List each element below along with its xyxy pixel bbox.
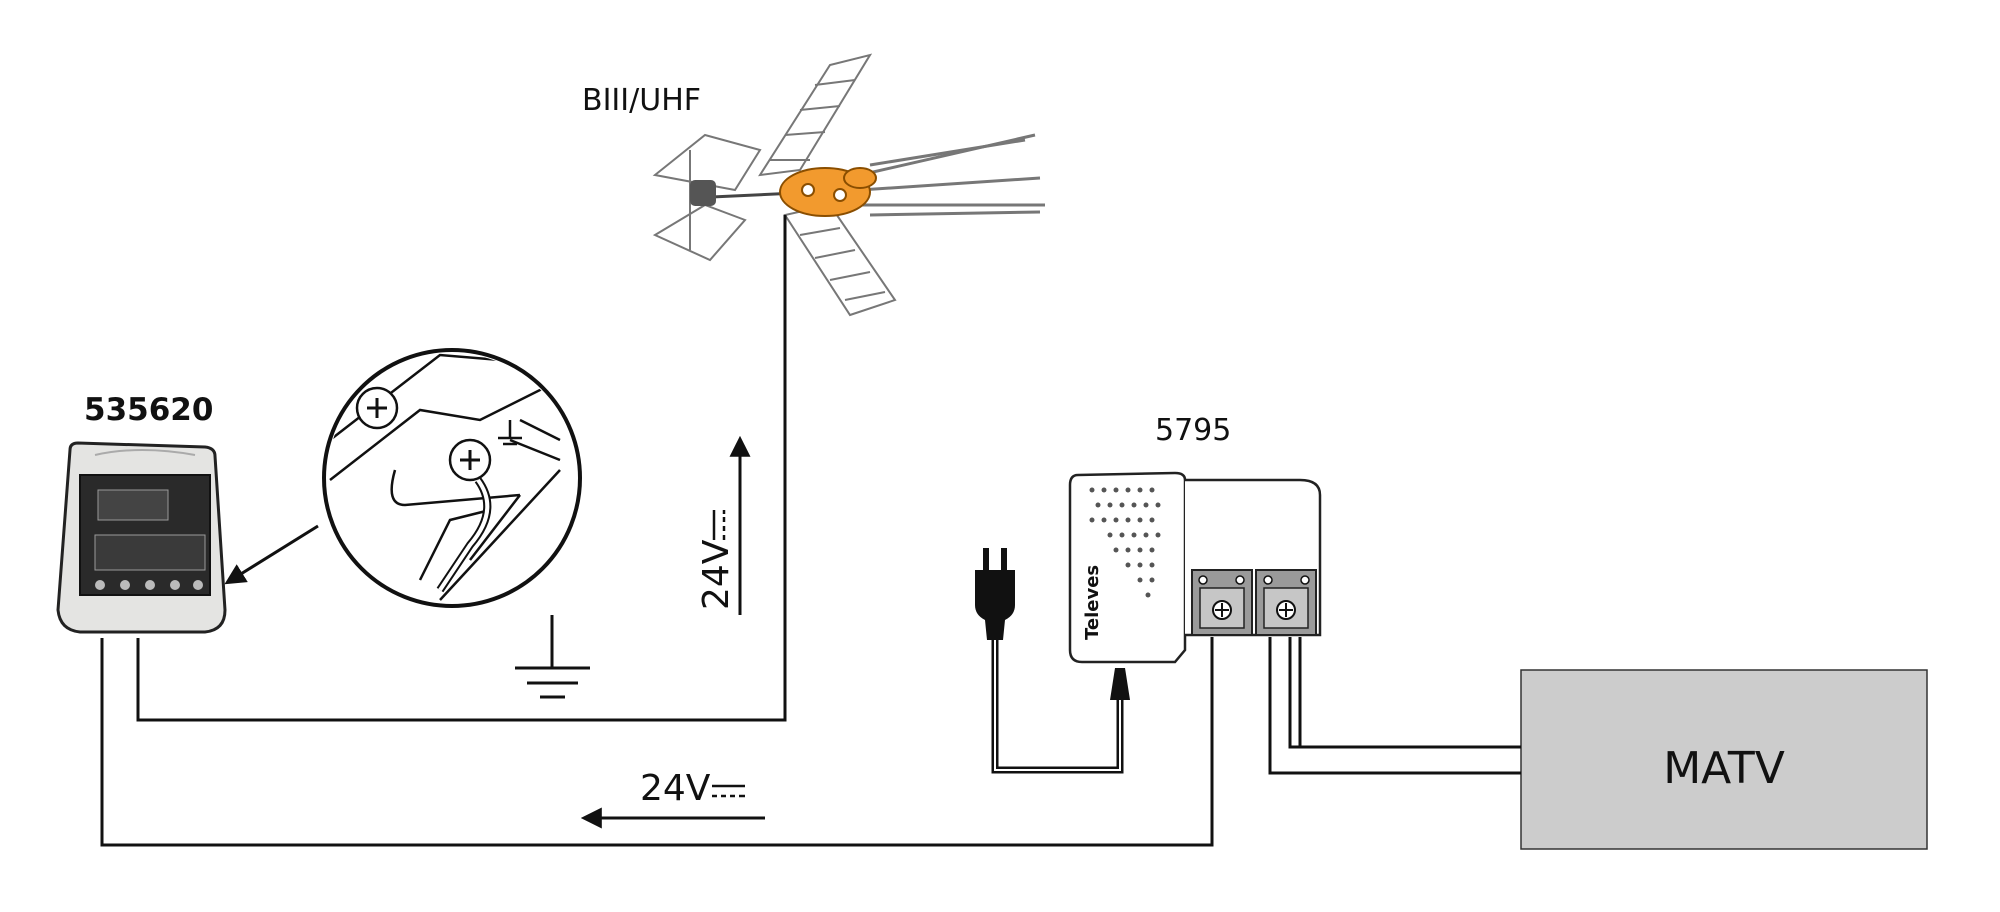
- cable-amplifier-to-matv-a2: [1288, 637, 1521, 749]
- antenna-biii-uhf: BIII/UHF: [582, 53, 1045, 317]
- voltage-down-label: 24V: [640, 768, 711, 809]
- power-plug-icon: [975, 548, 1130, 774]
- dc-symbol-icon: [712, 510, 726, 540]
- amplifier-5795: 5795 Televes: [1068, 413, 1322, 664]
- cable-supply-to-amplifier: [100, 637, 1214, 847]
- antenna-label: BIII/UHF: [582, 83, 701, 118]
- matv-box: MATV: [1520, 669, 1928, 850]
- amplifier-label: 5795: [1155, 413, 1231, 448]
- power-supply-label: 535620: [84, 392, 213, 428]
- voltage-up-label: 24V: [696, 539, 737, 610]
- dc-symbol-2-icon: [712, 784, 745, 798]
- power-supply-535620: 535620: [56, 392, 227, 634]
- cables: [100, 215, 1521, 847]
- antenna-directors: [859, 133, 1045, 217]
- amplifier-vent-holes: [1089, 487, 1161, 598]
- antenna-mount-bracket: [690, 180, 716, 206]
- cable-antenna-to-supply: [136, 215, 787, 722]
- voltage-down-label-group: 24V: [640, 768, 745, 809]
- ground-symbol-small-icon: [498, 420, 522, 446]
- antenna-lower-grid: [783, 203, 897, 317]
- antenna-upper-grid: [758, 53, 873, 177]
- matv-label: MATV: [1663, 743, 1785, 794]
- cable-amplifier-to-matv-a: [1268, 637, 1521, 775]
- voltage-up-label-group: 24V: [696, 510, 737, 610]
- detail-pointer-arrow: [224, 524, 319, 585]
- ground-screw-detail: [322, 348, 582, 608]
- ground-symbol-icon: [515, 615, 590, 699]
- brand-label: Televes: [1082, 565, 1103, 640]
